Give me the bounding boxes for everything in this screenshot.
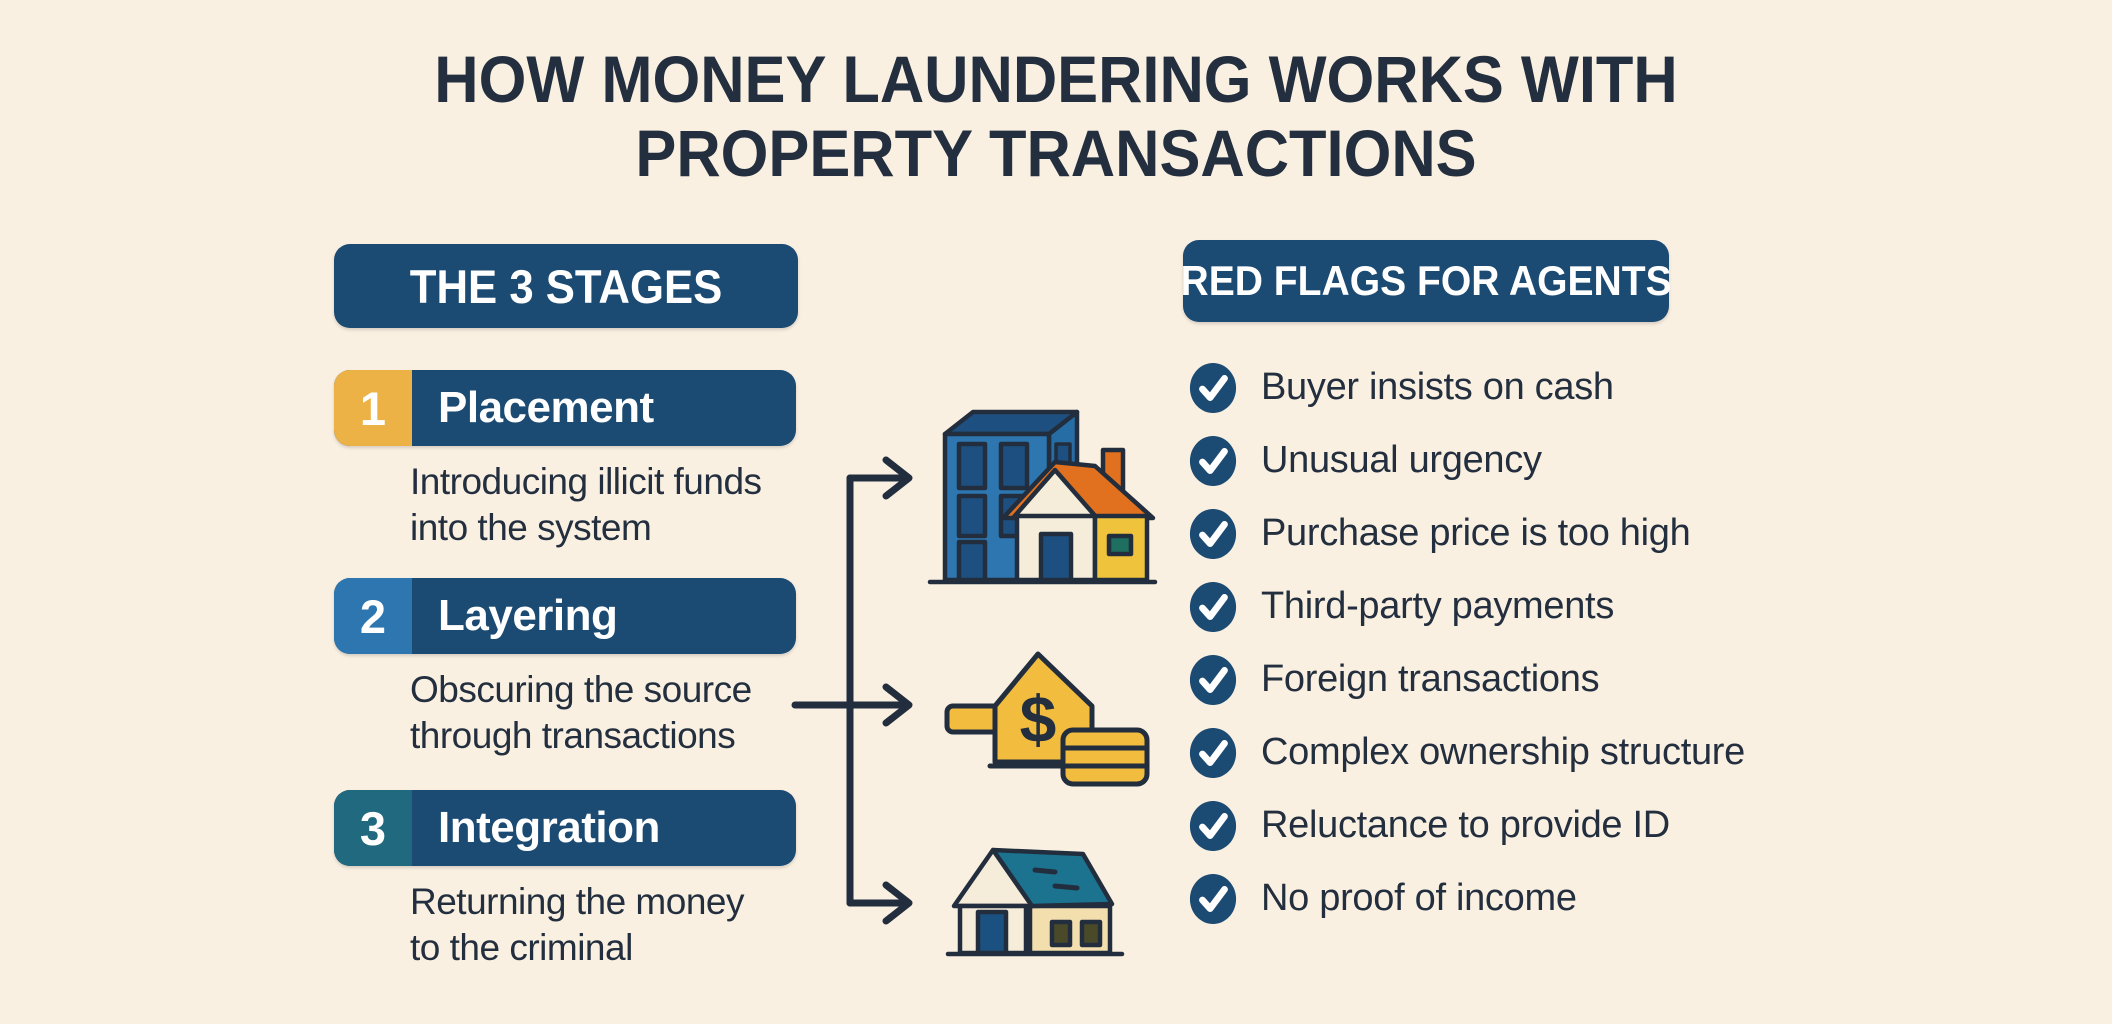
red-flag-label: Buyer insists on cash (1261, 366, 1614, 408)
arrowhead-middle-icon (882, 683, 913, 727)
red-flag-label: Foreign transactions (1261, 658, 1600, 700)
arrowhead-bottom-icon (882, 881, 913, 925)
check-circle-icon (1189, 362, 1237, 413)
apartment-building-and-house-icon (927, 409, 1158, 585)
stages-section-header: THE 3 STAGES (334, 244, 798, 328)
stage-bar: 1 Placement (334, 370, 796, 446)
red-flag-label: Purchase price is too high (1261, 512, 1691, 554)
stage-block: 3 Integration Returning the money to the… (334, 790, 894, 971)
house-side-window (1106, 533, 1134, 557)
stage-description: Obscuring the source through transaction… (410, 669, 752, 756)
suburban-house-icon (945, 847, 1125, 957)
house-window (1049, 919, 1073, 948)
building-window (956, 441, 988, 491)
check-circle-icon (1189, 873, 1237, 924)
check-circle-icon (1189, 581, 1237, 632)
roof-shingle-mark (1032, 867, 1058, 875)
red-flags-section-header: RED FLAGS FOR AGENTS (1180, 240, 1672, 322)
stage-description: Introducing illicit funds into the syste… (410, 461, 762, 548)
red-flag-label: Third-party payments (1261, 585, 1615, 627)
stage-block: 2 Layering Obscuring the source through … (334, 578, 894, 759)
house-shaped-arrow-with-dollar-and-coins-icon: $ (944, 651, 1150, 787)
stage-name: Placement (438, 383, 654, 432)
stage-bar: 2 Layering (334, 578, 796, 654)
house-door (975, 909, 1009, 956)
page-title: HOW MONEY LAUNDERING WORKS WITH PROPERTY… (74, 42, 2038, 190)
red-flag-item: Purchase price is too high (1188, 497, 1745, 570)
flow-arrows-connector (791, 456, 913, 925)
red-flag-item: Complex ownership structure (1188, 716, 1745, 789)
stage-number-badge: 3 (334, 790, 412, 866)
red-flag-item: Unusual urgency (1188, 424, 1745, 497)
page-title-line-1: HOW MONEY LAUNDERING WORKS WITH (434, 42, 1678, 116)
check-circle-icon (1189, 508, 1237, 559)
house-window (1079, 919, 1103, 948)
red-flag-label: Reluctance to provide ID (1261, 804, 1670, 846)
red-flag-label: Complex ownership structure (1261, 731, 1745, 773)
roof-shingle-mark (1052, 883, 1080, 891)
red-flags-list: Buyer insists on cash Unusual urgency Pu… (1188, 351, 1745, 935)
page-title-line-2: PROPERTY TRANSACTIONS (635, 116, 1477, 190)
red-flag-label: Unusual urgency (1261, 439, 1542, 481)
building-door (956, 539, 988, 583)
stage-block: 1 Placement Introducing illicit funds in… (334, 370, 894, 551)
check-circle-icon (1189, 435, 1237, 486)
red-flags-section-header-label: RED FLAGS FOR AGENTS (1180, 257, 1672, 304)
red-flag-item: No proof of income (1188, 862, 1745, 935)
check-circle-icon (1189, 727, 1237, 778)
stage-bar: 3 Integration (334, 790, 796, 866)
house-door (1038, 531, 1074, 583)
red-flag-item: Buyer insists on cash (1188, 351, 1745, 424)
stage-description: Returning the money to the criminal (410, 881, 744, 968)
check-circle-icon (1189, 654, 1237, 705)
dollar-sign: $ (1020, 682, 1057, 756)
stage-number-badge: 2 (334, 578, 412, 654)
red-flag-item: Foreign transactions (1188, 643, 1745, 716)
coin-stack (1060, 727, 1150, 787)
arrowhead-top-icon (882, 456, 913, 500)
red-flag-item: Reluctance to provide ID (1188, 789, 1745, 862)
building-window (998, 441, 1030, 491)
check-circle-icon (1189, 800, 1237, 851)
red-flag-label: No proof of income (1261, 877, 1577, 919)
stages-section-header-label: THE 3 STAGES (409, 259, 723, 313)
building-window (956, 493, 988, 539)
stage-number-badge: 1 (334, 370, 412, 446)
stage-name: Layering (438, 591, 618, 640)
stage-name: Integration (438, 803, 660, 852)
red-flag-item: Third-party payments (1188, 570, 1745, 643)
